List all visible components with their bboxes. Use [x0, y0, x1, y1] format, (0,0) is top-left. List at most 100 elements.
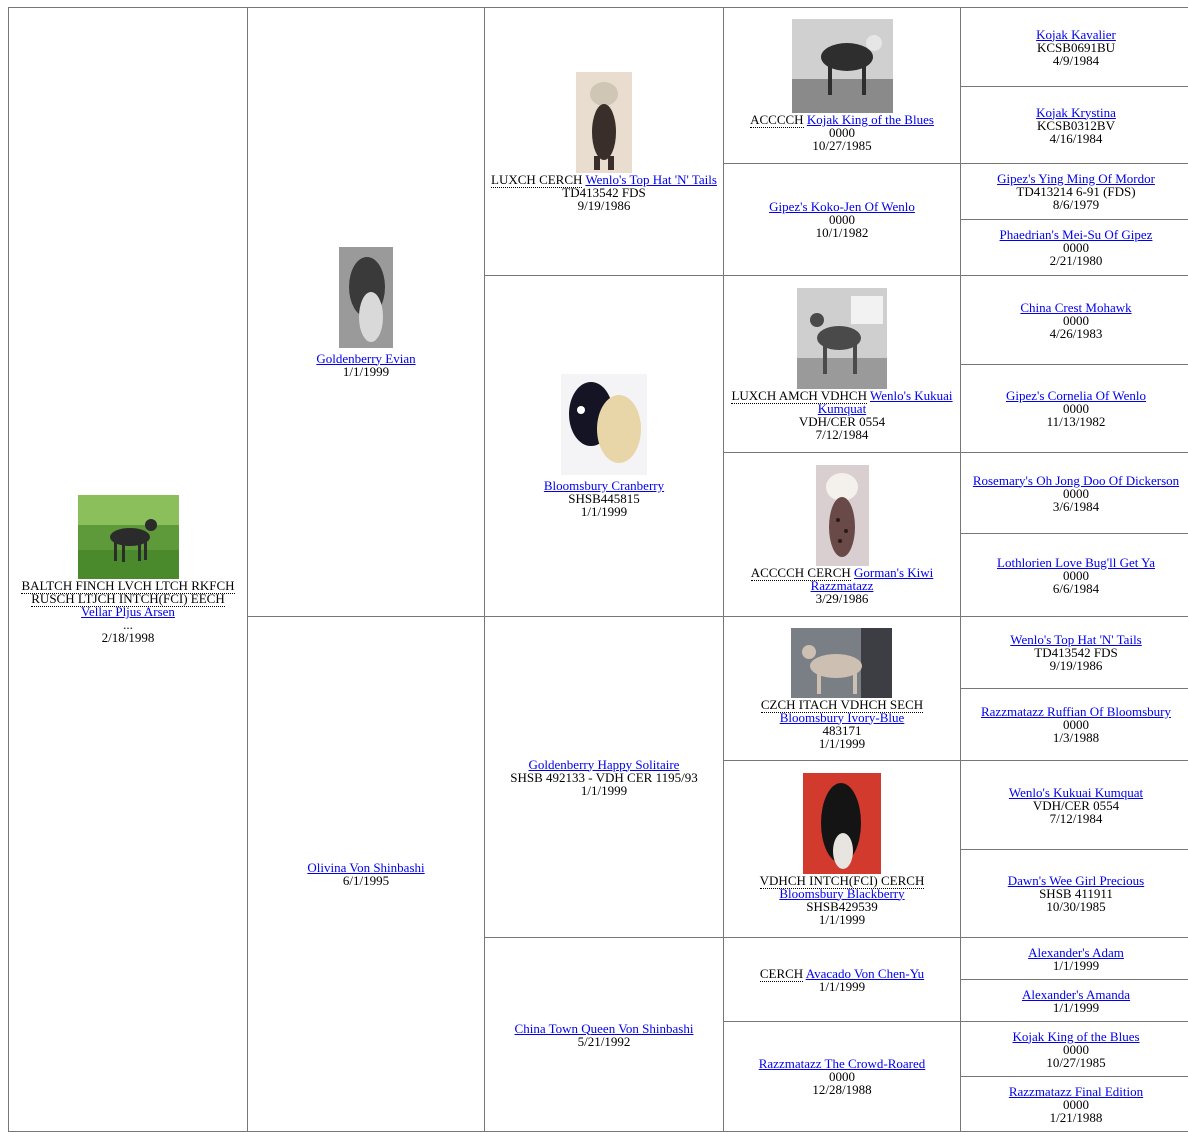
gen5-5-date: 4/26/1983 [1049, 325, 1103, 341]
gen3-3-name-link[interactable]: Goldenberry Happy Solitaire [528, 756, 680, 772]
gen5-2-reg: KCSB0312BV [1036, 117, 1115, 133]
gen5-7-date: 3/6/1984 [1052, 498, 1100, 514]
dog-photo [802, 772, 881, 874]
gen4-8-date: 12/28/1988 [812, 1082, 872, 1097]
gen5-9-reg: TD413542 FDS [1034, 645, 1118, 660]
gen4-3-name-link[interactable]: Wenlo's Kukuai Kumquat [817, 387, 953, 416]
pedigree-cell-gen4-5: CZCH ITACH VDHCH SECH Bloomsbury Ivory-B… [723, 616, 961, 761]
dog-photo [576, 71, 632, 173]
gen4-1-reg: 0000 [829, 125, 855, 140]
gen5-15-reg: 0000 [1063, 1041, 1089, 1057]
subject-titles: BALTCH FINCH LVCH LTCH RKFCH RUSCH LTJCH… [21, 578, 235, 607]
gen4-5-name-link[interactable]: Bloomsbury Ivory-Blue [779, 709, 905, 725]
gen4-4-date: 3/29/1986 [815, 590, 869, 606]
gen4-4-name-link[interactable]: Gorman's Kiwi Razzmatazz [810, 564, 934, 593]
pedigree-cell-gen3-3: Goldenberry Happy Solitaire SHSB 492133 … [484, 616, 724, 938]
pedigree-cell-sire: Goldenberry Evian 1/1/1999 [247, 7, 485, 617]
pedigree-cell-gen3-1: LUXCH CERCH Wenlo's Top Hat 'N' Tails TD… [484, 7, 724, 276]
gen4-7-date: 1/1/1999 [818, 978, 866, 994]
pedigree-cell-gen4-4: ACCCCH CERCH Gorman's Kiwi Razzmatazz 3/… [723, 452, 961, 617]
gen3-4-name-link[interactable]: China Town Queen Von Shinbashi [514, 1020, 694, 1036]
gen5-5-name-link[interactable]: China Crest Mohawk [1020, 299, 1132, 315]
dog-photo [815, 464, 869, 566]
gen4-6-name-link[interactable]: Bloomsbury Blackberry [779, 885, 905, 901]
gen5-9-name-link[interactable]: Wenlo's Top Hat 'N' Tails [1010, 632, 1142, 647]
gen5-4-date: 2/21/1980 [1049, 253, 1103, 268]
sire-date: 1/1/1999 [342, 363, 390, 379]
pedigree-cell-gen4-6: VDHCH INTCH(FCI) CERCH Bloomsbury Blackb… [723, 760, 961, 938]
pedigree-cell-gen4-3: LUXCH AMCH VDHCH Wenlo's Kukuai Kumquat … [723, 275, 961, 453]
gen4-2-date: 10/1/1982 [815, 225, 869, 240]
dog-photo [791, 627, 893, 698]
subject-date: 2/18/1998 [101, 630, 155, 645]
gen5-7-reg: 0000 [1063, 485, 1089, 501]
gen5-11-name-link[interactable]: Wenlo's Kukuai Kumquat [1008, 784, 1144, 800]
gen5-2-name-link[interactable]: Kojak Krystina [1036, 104, 1116, 120]
gen5-10-name-link[interactable]: Razzmatazz Ruffian Of Bloomsbury [980, 704, 1171, 719]
gen4-1-name-link[interactable]: Kojak King of the Blues [806, 112, 934, 127]
dog-photo [560, 374, 647, 475]
gen4-8-name-link[interactable]: Razzmatazz The Crowd-Roared [758, 1056, 926, 1071]
dog-photo [791, 19, 893, 113]
gen5-5-reg: 0000 [1063, 312, 1089, 328]
gen5-12-date: 10/30/1985 [1046, 899, 1106, 914]
gen4-3-date: 7/12/1984 [815, 426, 869, 442]
gen5-12-reg: SHSB 411911 [1039, 886, 1113, 901]
gen4-1-titles: ACCCCH [750, 112, 804, 128]
gen5-3-reg: TD413214 6-91 (FDS) [1016, 184, 1136, 199]
gen4-6-date: 1/1/1999 [818, 911, 866, 927]
gen5-8-date: 6/6/1984 [1052, 580, 1100, 596]
gen5-8-name-link[interactable]: Lothlorien Love Bug'll Get Ya [997, 554, 1155, 570]
gen5-3-date: 8/6/1979 [1052, 197, 1100, 212]
pedigree-cell-dam: Olivina Von Shinbashi 6/1/1995 [247, 616, 485, 1132]
dog-photo [339, 246, 393, 348]
gen5-10-reg: 0000 [1062, 717, 1089, 732]
gen5-13-name-link[interactable]: Alexander's Adam [1028, 944, 1124, 960]
gen4-7-name-link[interactable]: Avacado Von Chen-Yu [805, 965, 925, 981]
gen3-1-titles: LUXCH CERCH [491, 171, 583, 188]
gen5-9-date: 9/19/1986 [1049, 658, 1103, 673]
gen5-1-date: 4/9/1984 [1052, 52, 1100, 68]
gen4-4-titles: ACCCCH CERCH [750, 564, 851, 581]
gen5-11-reg: VDH/CER 0554 [1032, 797, 1120, 813]
gen3-2-date: 1/1/1999 [580, 504, 628, 519]
gen5-1-name-link[interactable]: Kojak Kavalier [1036, 26, 1116, 42]
gen5-16-name-link[interactable]: Razzmatazz Final Edition [1008, 1083, 1144, 1099]
gen4-5-date: 1/1/1999 [818, 735, 866, 751]
gen5-4-reg: 0000 [1062, 240, 1089, 255]
dam-name-link[interactable]: Olivina Von Shinbashi [307, 860, 425, 875]
gen3-4-date: 5/21/1992 [577, 1033, 631, 1049]
dam-date: 6/1/1995 [342, 873, 390, 888]
subject-name-link[interactable]: Vellar Pljus Arsen [81, 604, 175, 619]
gen4-3-titles: LUXCH AMCH VDHCH [731, 387, 867, 404]
gen5-7-name-link[interactable]: Rosemary's Oh Jong Doo Of Dickerson [972, 472, 1180, 488]
gen5-4-name-link[interactable]: Phaedrian's Mei-Su Of Gipez [999, 227, 1153, 242]
gen3-1-name-link[interactable]: Wenlo's Top Hat 'N' Tails [585, 171, 717, 187]
gen4-5-reg: 483171 [822, 722, 862, 738]
gen3-2-name-link[interactable]: Bloomsbury Cranberry [543, 478, 665, 493]
gen5-13-date: 1/1/1999 [1052, 957, 1100, 973]
gen5-6-name-link[interactable]: Gipez's Cornelia Of Wenlo [1005, 388, 1147, 403]
sire-name-link[interactable]: Goldenberry Evian [316, 350, 416, 366]
gen5-10-date: 1/3/1988 [1052, 730, 1100, 745]
gen3-2-reg: SHSB445815 [568, 491, 640, 506]
subject-reg: ... [123, 617, 133, 632]
gen4-2-name-link[interactable]: Gipez's Koko-Jen Of Wenlo [769, 199, 915, 214]
gen5-3-name-link[interactable]: Gipez's Ying Ming Of Mordor [997, 171, 1155, 186]
gen5-12-name-link[interactable]: Dawn's Wee Girl Precious [1007, 873, 1145, 888]
gen5-6-reg: 0000 [1063, 401, 1089, 416]
gen5-15-date: 10/27/1985 [1046, 1054, 1106, 1070]
gen5-14-name-link[interactable]: Alexander's Amanda [1021, 986, 1131, 1002]
gen5-15-name-link[interactable]: Kojak King of the Blues [1012, 1028, 1140, 1044]
